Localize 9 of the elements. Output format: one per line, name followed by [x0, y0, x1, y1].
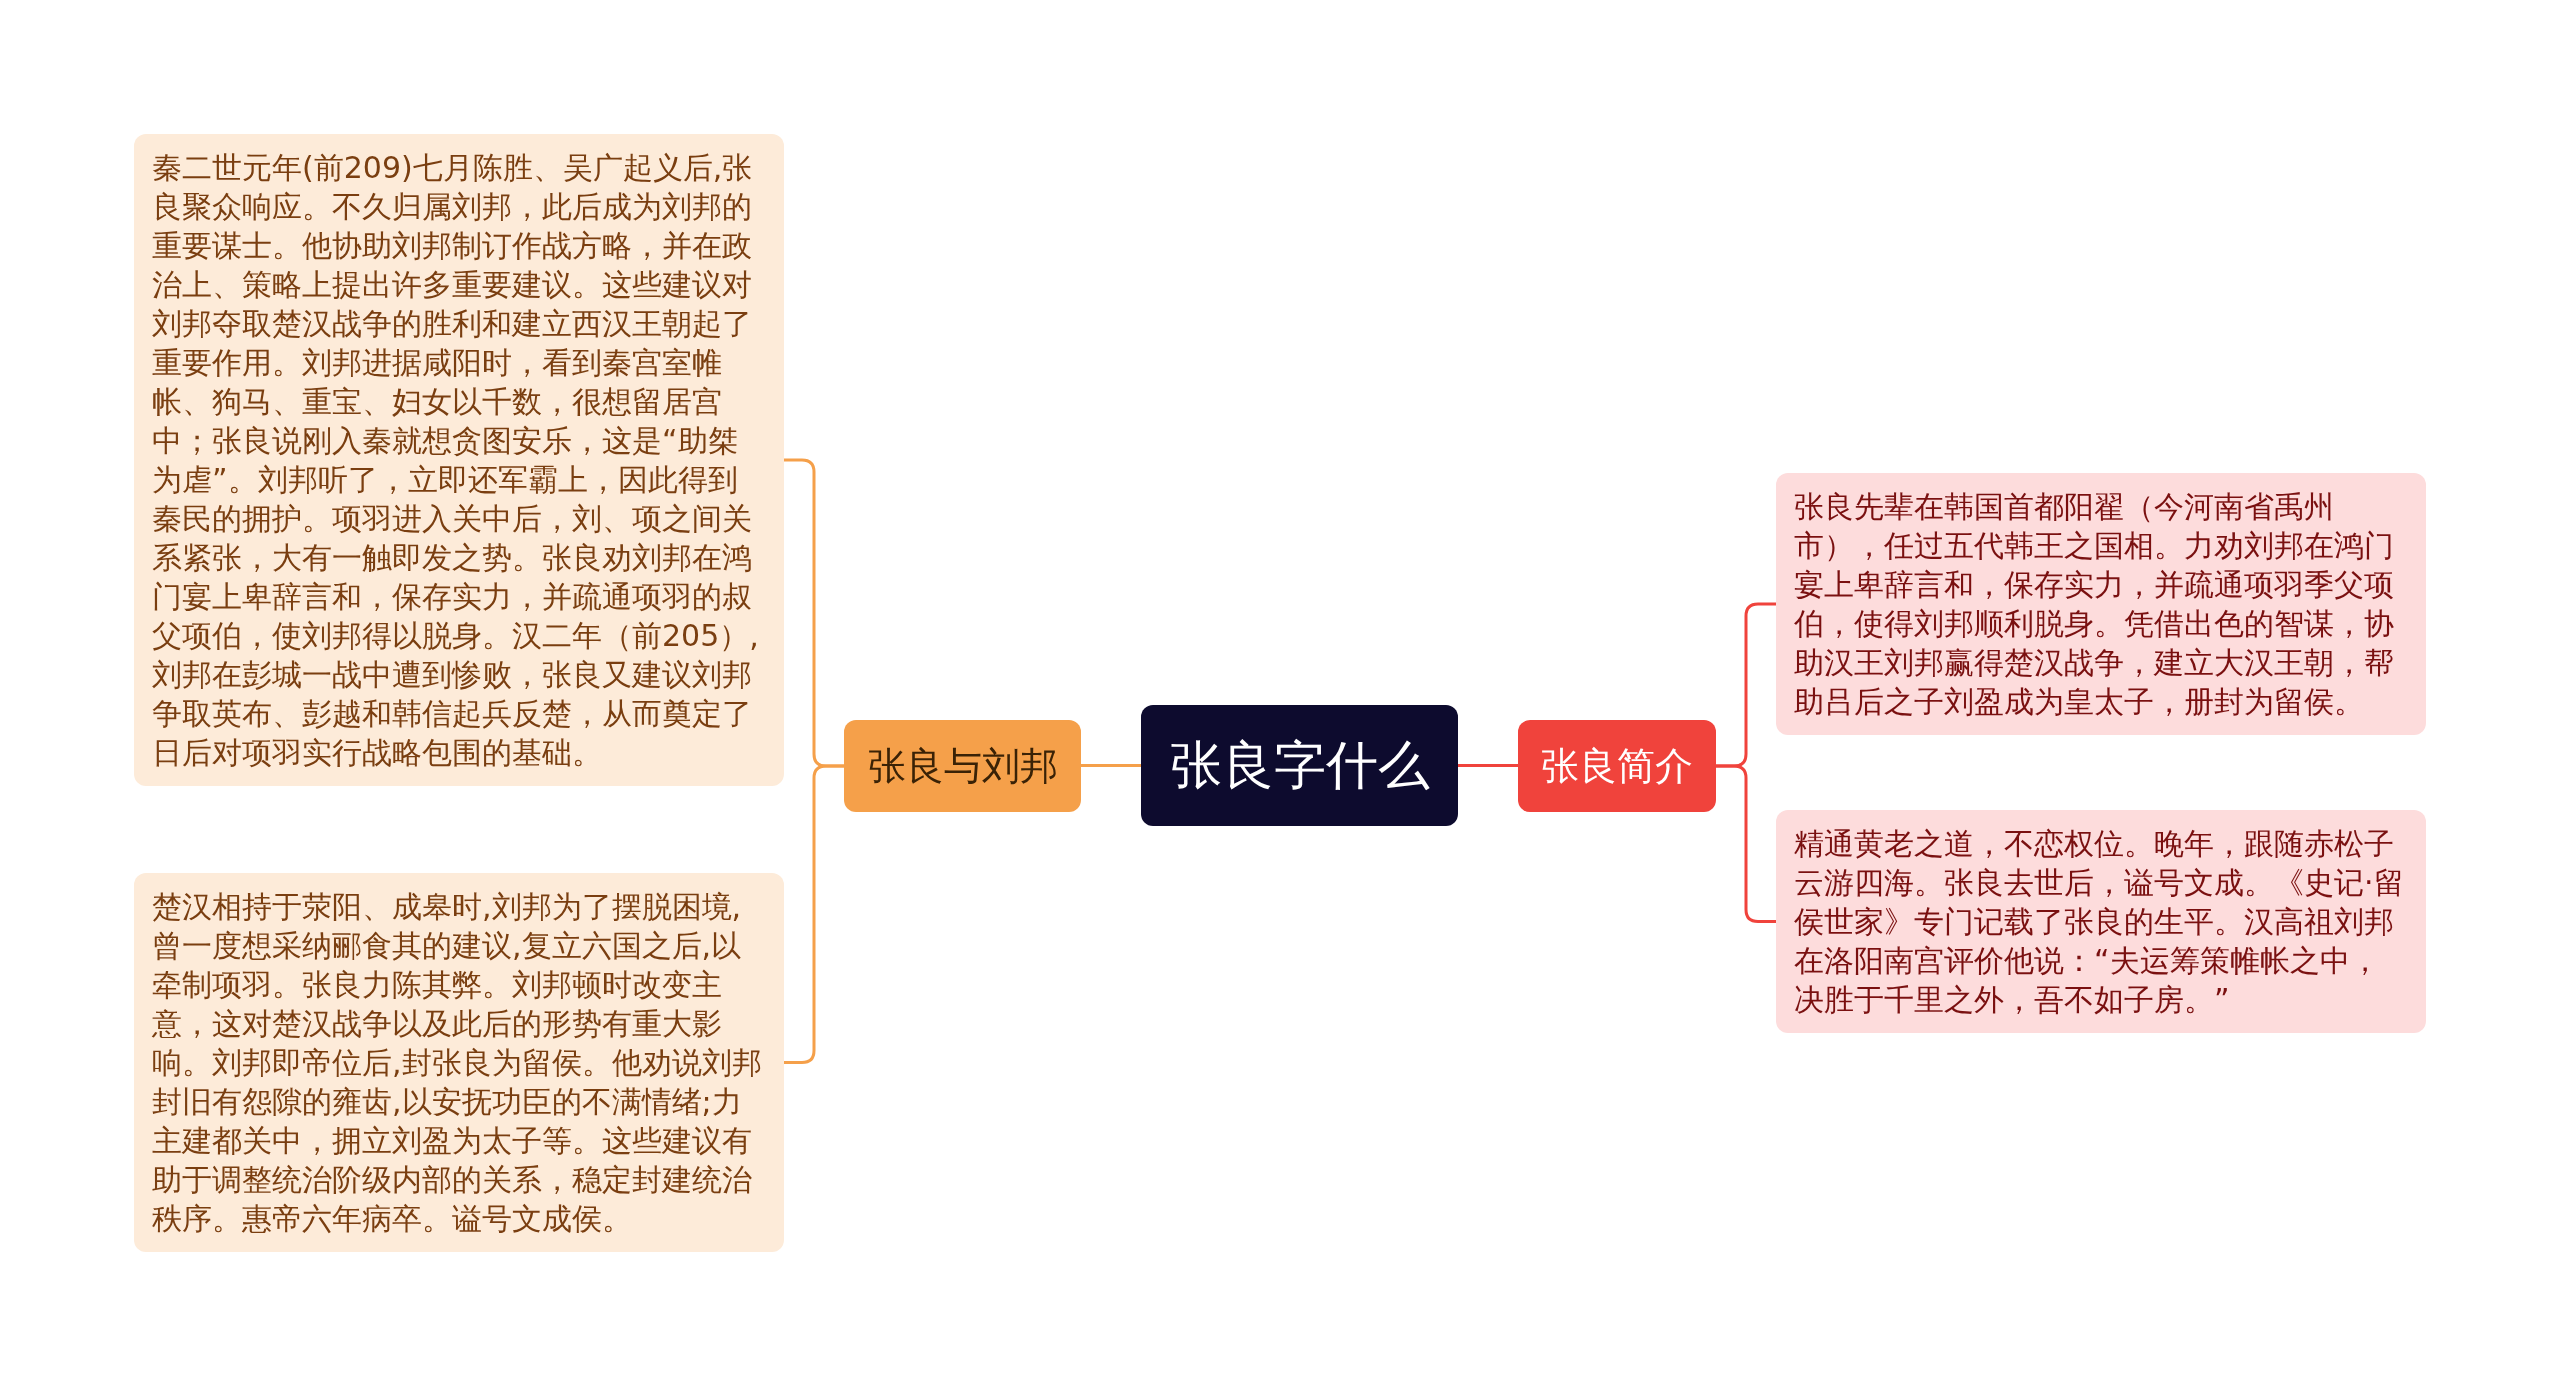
text-card: 秦二世元年(前209)七月陈胜、吴广起义后,张良聚众响应。不久归属刘邦，此后成为刘邦的重要谋士。他协助刘邦制订作战方略，并在政治上、策略上提出许多重要建议。这些建议对刘邦夺取楚汉战争的胜利和建立西汉王朝起了重要作用。刘邦进据咸阳时，看到秦宫室帷帐、狗马、重宝、妇女以千数，很想留居宫中；张良说刚入秦就想贪图安乐，这是“助桀为虐”。刘邦听了，立即还军霸上，因此得到秦民的拥护。项羽进入关中后，刘、项之间关系紧张，大有一触即发之势。张良劝刘邦在鸿门宴上卑辞言和，保存实力，并疏通项羽的叔父项伯，使刘邦得以脱身。汉二年（前205）,刘邦在彭城一战中遭到惨败，张良又建议刘邦争取英布、彭越和韩信起兵反楚，从而奠定了日后对项羽实行战略包围的基础。 [134, 134, 784, 786]
central-topic: 张良字什么 [1141, 705, 1458, 826]
connector-line [1458, 764, 1518, 767]
text-card: 精通黄老之道，不恋权位。晚年，跟随赤松子云游四海。张良去世后，谥号文成。《史记·留侯世家》专门记载了张良的生平。汉高祖刘邦在洛阳南宫评价他说：“夫运筹策帷帐之中，决胜于千里之外，吾不如子房。” [1776, 810, 2426, 1033]
branch-topic: 张良与刘邦 [844, 720, 1081, 812]
connector-line [1081, 764, 1141, 767]
text-card: 张良先辈在韩国首都阳翟（今河南省禹州市），任过五代韩王之国相。力劝刘邦在鸿门宴上卑辞言和，保存实力，并疏通项羽季父项伯，使得刘邦顺利脱身。凭借出色的智谋，协助汉王刘邦赢得楚汉战争，建立大汉王朝，帮助吕后之子刘盈成为皇太子，册封为留侯。 [1776, 473, 2426, 735]
text-card: 楚汉相持于荥阳、成皋时,刘邦为了摆脱困境,曾一度想采纳郦食其的建议,复立六国之后,以牵制项羽。张良力陈其弊。刘邦顿时改变主意，这对楚汉战争以及此后的形势有重大影响。刘邦即帝位后,封张良为留侯。他劝说刘邦封旧有怨隙的雍齿,以安抚功臣的不满情绪;力主建都关中，拥立刘盈为太子等。这些建议有助于调整统治阶级内部的关系，稳定封建统治秩序。惠帝六年病卒。谥号文成侯。 [134, 873, 784, 1252]
branch-topic: 张良简介 [1518, 720, 1716, 812]
